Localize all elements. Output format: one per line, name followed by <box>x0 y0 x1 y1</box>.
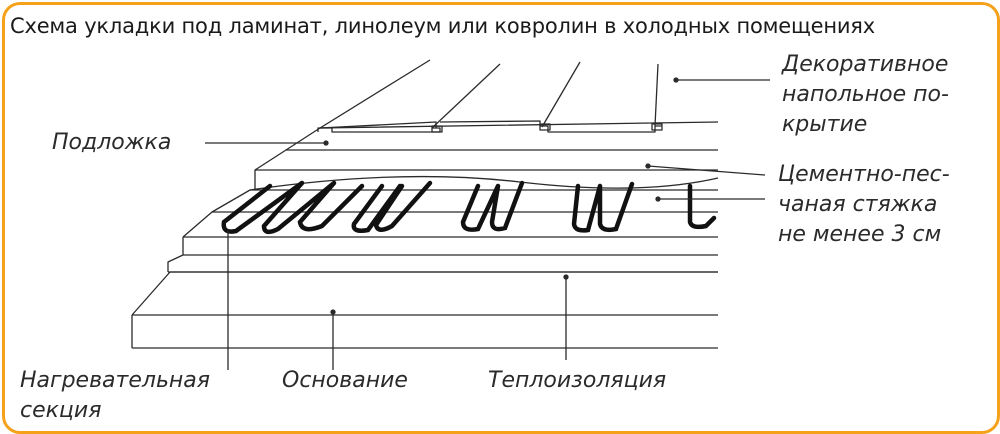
label-insulation: Теплоизоляция <box>488 368 667 393</box>
label-underlay: Подложка <box>52 130 172 155</box>
label-screed: Цементно-пес- чаная стяжка не менее 3 см <box>778 162 950 247</box>
leader-screed-top <box>647 165 766 176</box>
insulation-layer <box>167 236 718 273</box>
base-layer <box>131 271 718 349</box>
label-heating-section: Нагревательная секция <box>20 368 211 423</box>
underlay-layer <box>254 149 718 190</box>
heating-cable <box>221 180 717 235</box>
laminate-boards <box>285 59 719 151</box>
diagram-title: Схема укладки под ламинат, линолеум или … <box>10 14 875 38</box>
label-decorative-covering: Декоративное напольное по- крытие <box>782 52 949 137</box>
label-base: Основание <box>282 368 408 393</box>
